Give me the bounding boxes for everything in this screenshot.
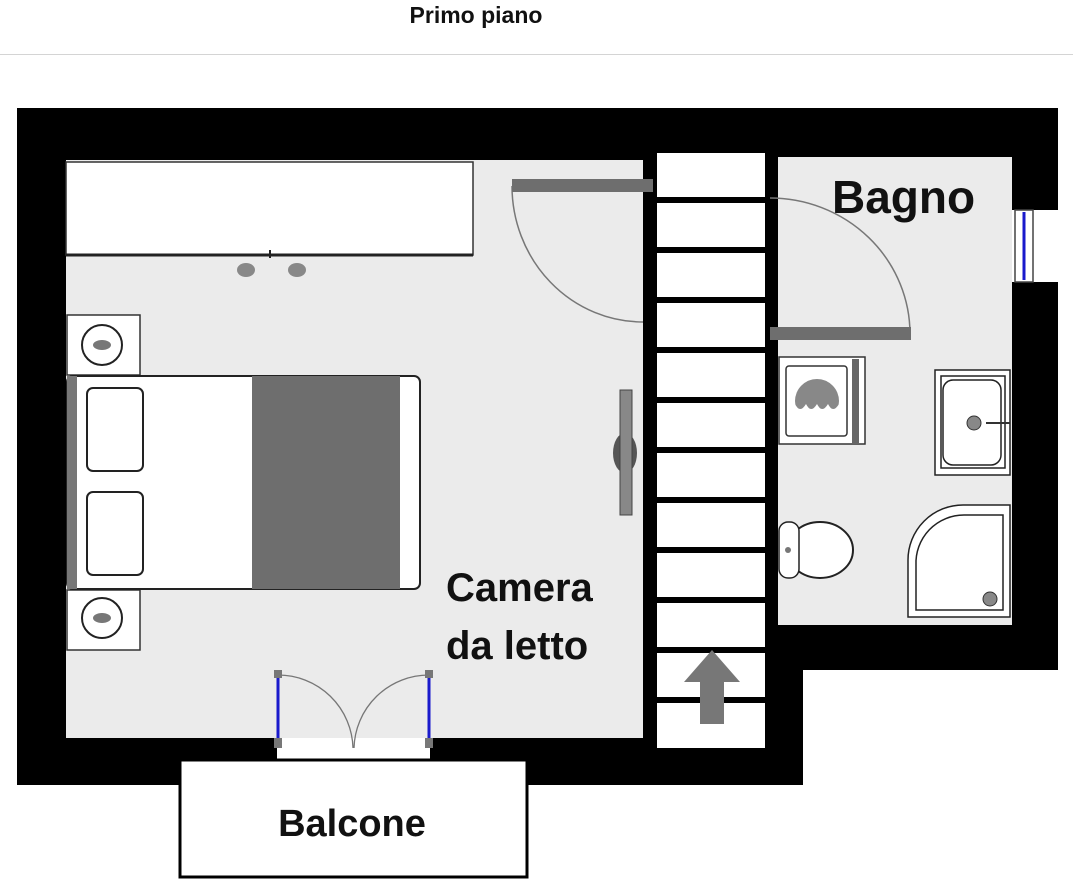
nightstand-bottom: [66, 589, 141, 651]
stairs-up-arrow-icon: [684, 650, 740, 724]
wardrobe: [65, 161, 474, 256]
page-title: Primo piano: [409, 2, 543, 28]
balcony-label: Balcone: [278, 803, 426, 845]
bathroom-label: Bagno: [832, 171, 975, 223]
bathroom-door: [769, 197, 911, 340]
page-header: Primo piano: [0, 0, 1073, 55]
balcony-doors: [274, 670, 433, 749]
washing-machine: [778, 356, 866, 445]
toilet: [778, 521, 854, 579]
shower: [907, 504, 1011, 618]
tv: [613, 389, 637, 516]
balcony: [178, 758, 529, 879]
bedroom-door: [511, 179, 653, 323]
bedroom-label-line2: da letto: [446, 624, 588, 668]
nightstand-top: [66, 314, 141, 376]
bathroom-sink: [934, 369, 1011, 476]
double-bed: [66, 375, 421, 590]
bedroom-label-line1: Camera: [446, 566, 594, 610]
